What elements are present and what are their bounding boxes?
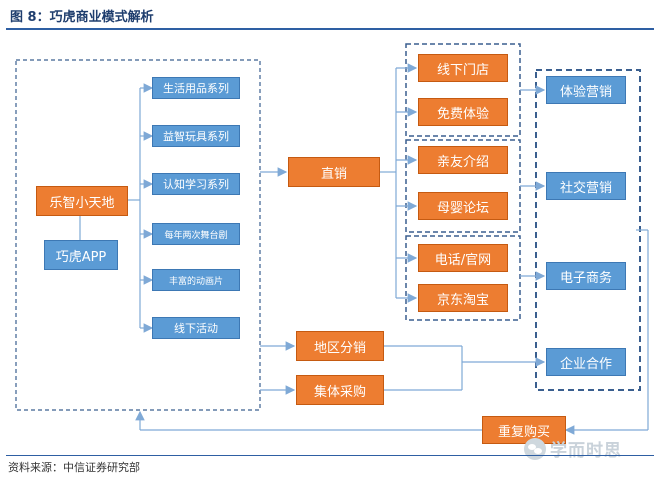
product-node: 线下活动: [152, 317, 240, 339]
figure-title: 图 8：巧虎商业模式解析: [10, 10, 154, 25]
left-group-frame: [15, 59, 261, 411]
regional-sales-node: 地区分销: [296, 331, 384, 361]
product-node: 每年两次舞台剧: [152, 223, 240, 245]
marketing-node: 社交营销: [546, 172, 626, 200]
product-node: 认知学习系列: [152, 173, 240, 195]
channel-node: 京东淘宝: [418, 284, 508, 312]
direct-sales-node: 直销: [288, 157, 380, 187]
watermark: 学而时思: [524, 436, 622, 461]
watermark-text: 学而时思: [550, 441, 622, 461]
product-node: 丰富的动画片: [152, 269, 240, 291]
channel-node: 母婴论坛: [418, 192, 508, 220]
source-divider: [6, 455, 654, 456]
figure-header: 图 8：巧虎商业模式解析: [0, 0, 660, 28]
wechat-icon: [524, 437, 546, 460]
qiaohu-app-node: 巧虎APP: [44, 240, 118, 270]
title-divider: [6, 28, 654, 30]
channel-node: 线下门店: [418, 54, 508, 82]
channel-node: 亲友介绍: [418, 146, 508, 174]
marketing-node: 企业合作: [546, 348, 626, 376]
channel-node: 免费体验: [418, 98, 508, 126]
figure-source: 资料来源：中信证券研究部: [8, 461, 140, 474]
marketing-node: 电子商务: [546, 262, 626, 290]
product-node: 益智玩具系列: [152, 125, 240, 147]
marketing-group-frame: [535, 69, 641, 391]
group-purchase-node: 集体采购: [296, 375, 384, 405]
channel-node: 电话/官网: [418, 244, 508, 272]
lezhi-node: 乐智小天地: [36, 186, 128, 216]
marketing-node: 体验营销: [546, 76, 626, 104]
product-node: 生活用品系列: [152, 77, 240, 99]
direct-group-frame-3: [405, 235, 521, 321]
